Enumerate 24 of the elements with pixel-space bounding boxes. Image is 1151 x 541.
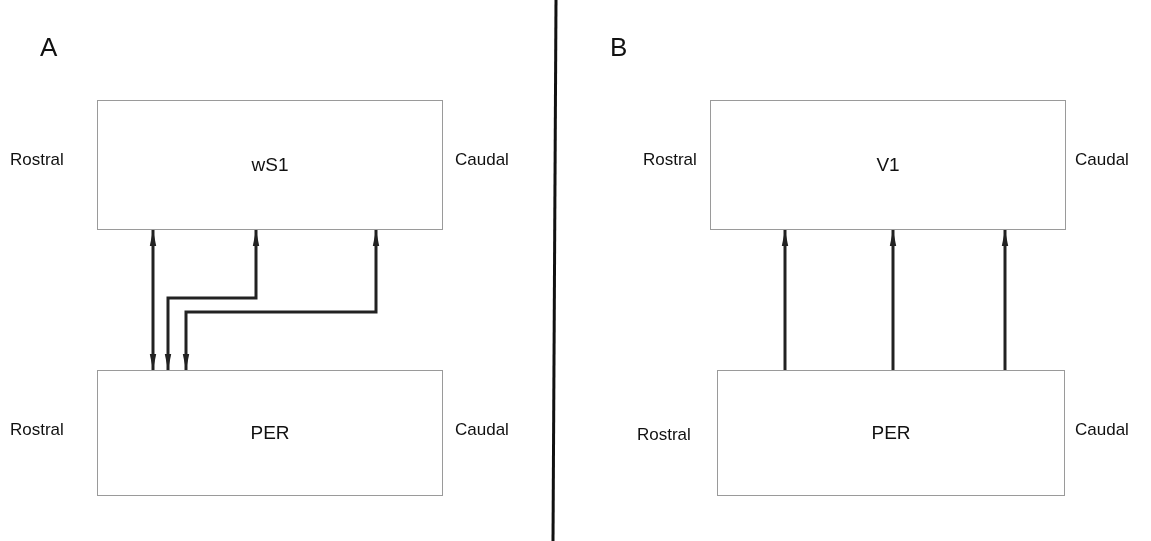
direction-label: Rostral: [10, 420, 64, 440]
arrow: [1001, 230, 1009, 370]
direction-label: Rostral: [10, 150, 64, 170]
region-name: wS1: [251, 154, 289, 176]
arrow: [182, 230, 380, 370]
region-box: [710, 100, 1066, 230]
direction-label: Caudal: [455, 420, 509, 440]
direction-label: Caudal: [1075, 150, 1129, 170]
arrow: [889, 230, 897, 370]
direction-label: Caudal: [1075, 420, 1129, 440]
region-box: [97, 100, 443, 230]
region-box: [717, 370, 1065, 496]
region-name: PER: [250, 422, 290, 444]
panel-letter: A: [40, 32, 58, 63]
arrow: [164, 230, 260, 370]
region-box: [97, 370, 443, 496]
direction-label: Rostral: [637, 425, 691, 445]
panel-letter: B: [610, 32, 628, 63]
region-name: V1: [876, 154, 900, 176]
direction-label: Rostral: [643, 150, 697, 170]
region-name: PER: [871, 422, 911, 444]
arrow: [149, 230, 157, 370]
direction-label: Caudal: [455, 150, 509, 170]
arrow: [781, 230, 789, 370]
